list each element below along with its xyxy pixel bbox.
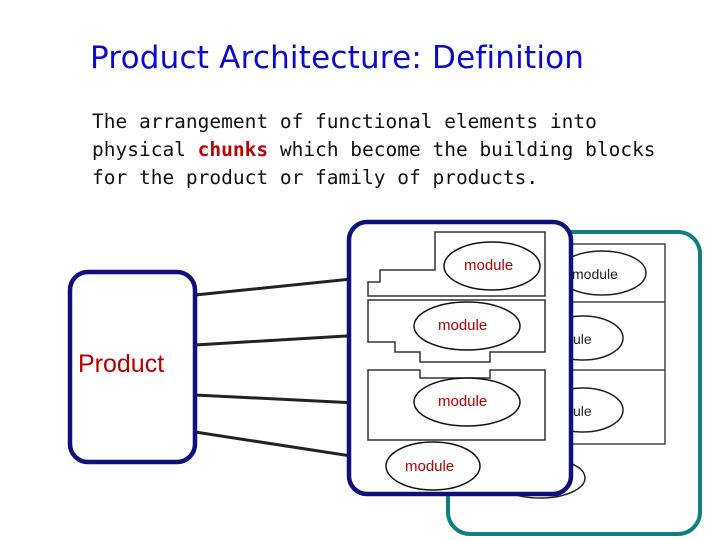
product-box	[67, 269, 198, 465]
back-module-3-label: ule	[573, 403, 592, 419]
definition-line-2-start: physical	[92, 138, 198, 161]
chunk-outline-2	[367, 299, 546, 363]
front-module-4-shape	[385, 441, 481, 491]
back-module-1-label: module	[572, 266, 618, 282]
definition-line-2-end: which become the building blocks	[268, 138, 656, 161]
front-module-3-label: module	[438, 393, 488, 410]
front-module-2-label: module	[438, 317, 488, 334]
back-module-2-label: ule	[573, 331, 592, 347]
front-module-4-label: module	[405, 458, 455, 475]
front-module-3-shape	[413, 377, 521, 427]
front-module-1-label: module	[464, 257, 514, 274]
chunk-outline-1	[367, 231, 546, 297]
definition-line-1: The arrangement of functional elements i…	[92, 110, 597, 133]
front-module-2-shape	[413, 301, 521, 351]
definition-line-2: physical chunks which become the buildin…	[92, 136, 692, 164]
product-label: Product	[78, 350, 165, 378]
architecture-frame	[346, 219, 574, 497]
front-module-1-shape	[443, 241, 541, 291]
definition-line-3: for the product or family of products.	[92, 166, 539, 189]
slide-title: Product Architecture: Definition	[90, 40, 585, 76]
definition-text: The arrangement of functional elements i…	[92, 108, 692, 192]
keyword-chunks: chunks	[197, 138, 269, 161]
chunk-outline-3	[367, 369, 546, 441]
